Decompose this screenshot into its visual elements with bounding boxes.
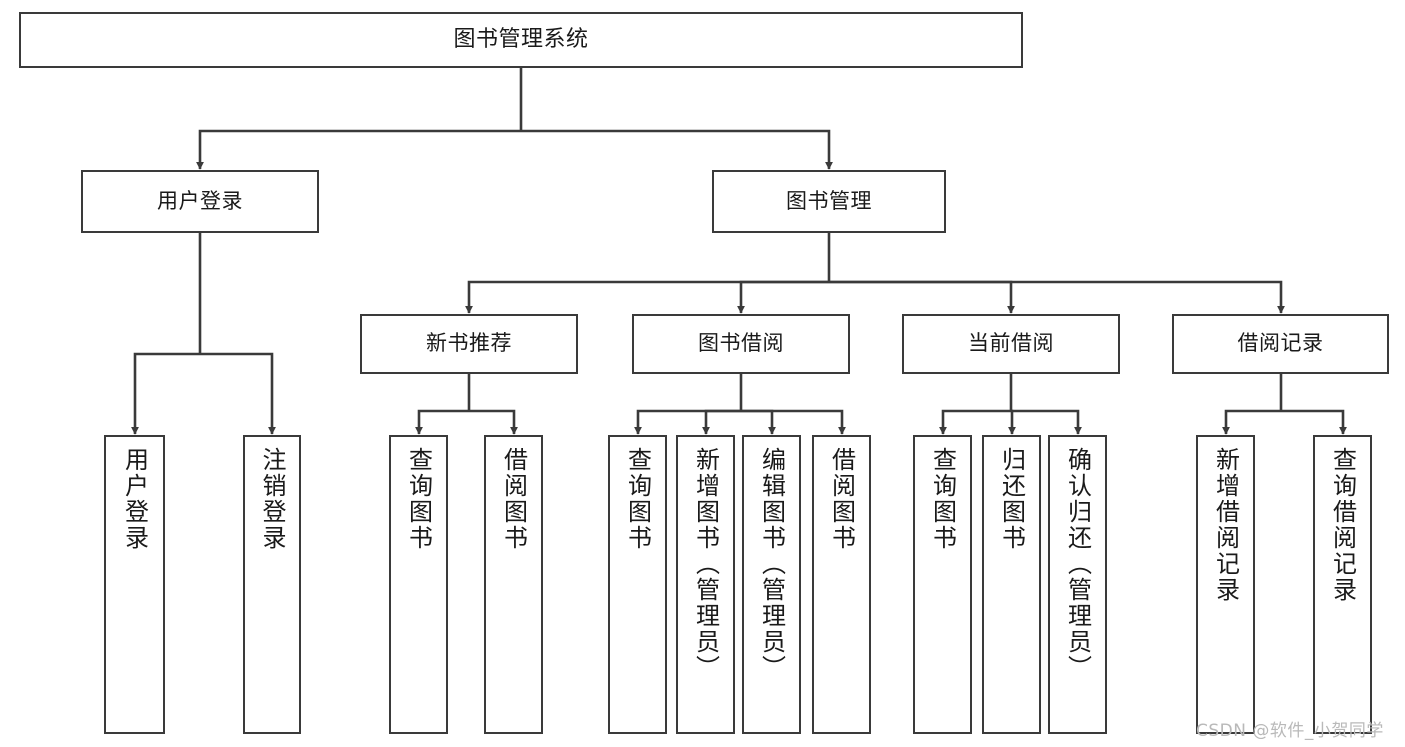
node-borrow-book-label: 借阅图书 [827,447,856,551]
node-return-book[interactable]: 归还图书 [982,435,1041,734]
node-query-book-current[interactable]: 查询图书 [913,435,972,734]
node-user-login-leaf[interactable]: 用户登录 [104,435,165,734]
node-borrow-book-rec[interactable]: 借阅图书 [484,435,543,734]
node-query-book-current-label: 查询图书 [928,447,957,551]
node-borrow-book-rec-label: 借阅图书 [499,447,528,551]
node-query-book-borrow-label: 查询图书 [623,447,652,551]
node-add-book-admin[interactable]: 新增图书（管理员） [676,435,735,734]
node-new-book-rec[interactable]: 新书推荐 [360,314,578,374]
node-borrow-record-label: 借阅记录 [1237,331,1324,356]
edge-root-to-book-manage [521,129,833,170]
node-query-borrow-record[interactable]: 查询借阅记录 [1313,435,1372,734]
edge-current-borrow-to-return-book [1008,409,1016,435]
node-new-book-rec-label: 新书推荐 [426,331,512,356]
edge-borrow-record-to-add-borrow-record [1222,409,1281,435]
node-logout-leaf-label: 注销登录 [258,447,286,551]
node-book-borrow[interactable]: 图书借阅 [632,314,850,374]
edge-new-book-rec-to-query-book-rec [415,409,469,435]
node-confirm-return-admin[interactable]: 确认归还（管理员） [1048,435,1107,734]
watermark: CSDN @软件_小贺同学 [1196,721,1384,741]
node-query-borrow-record-label: 查询借阅记录 [1328,447,1357,603]
node-user-login-label: 用户登录 [157,188,243,213]
edge-book-manage-to-current-borrow [829,280,1015,314]
edge-book-borrow-to-borrow-book [741,409,846,435]
node-user-login[interactable]: 用户登录 [81,170,319,233]
node-book-borrow-label: 图书借阅 [698,331,784,356]
node-edit-book-admin[interactable]: 编辑图书（管理员） [742,435,801,734]
node-confirm-return-admin-label: 确认归还（管理员） [1063,447,1092,681]
edge-book-manage-to-new-book-rec [465,280,829,314]
node-add-borrow-record-label: 新增借阅记录 [1211,447,1240,603]
node-current-borrow-label: 当前借阅 [968,331,1054,356]
edge-book-borrow-to-add-book-admin [702,409,741,435]
node-root-label: 图书管理系统 [453,26,589,52]
edge-current-borrow-to-confirm-return-admin [1011,409,1082,435]
node-book-manage-label: 图书管理 [786,188,872,213]
node-root[interactable]: 图书管理系统 [19,12,1023,68]
node-logout-leaf[interactable]: 注销登录 [243,435,301,734]
node-return-book-label: 归还图书 [997,447,1026,551]
node-borrow-book[interactable]: 借阅图书 [812,435,871,734]
edge-book-borrow-to-edit-book-admin [741,409,776,435]
edge-user-login-to-logout-leaf [200,352,276,435]
node-edit-book-admin-label: 编辑图书（管理员） [757,447,786,681]
node-borrow-record[interactable]: 借阅记录 [1172,314,1389,374]
edge-book-borrow-to-query-book-borrow [634,409,741,435]
edge-user-login-to-user-login-leaf [131,352,200,435]
edge-root-to-user-login [196,129,521,170]
edge-new-book-rec-to-borrow-book-rec [469,409,518,435]
node-current-borrow[interactable]: 当前借阅 [902,314,1120,374]
edge-book-manage-to-borrow-record [829,280,1285,314]
node-query-book-rec-label: 查询图书 [404,447,433,551]
node-add-book-admin-label: 新增图书（管理员） [691,447,720,681]
edge-borrow-record-to-query-borrow-record [1281,409,1347,435]
node-user-login-leaf-label: 用户登录 [120,447,149,551]
node-book-manage[interactable]: 图书管理 [712,170,946,233]
node-add-borrow-record[interactable]: 新增借阅记录 [1196,435,1255,734]
edge-current-borrow-to-query-book-current [939,409,1011,435]
node-query-book-borrow[interactable]: 查询图书 [608,435,667,734]
edge-book-manage-to-book-borrow [737,280,829,314]
node-query-book-rec[interactable]: 查询图书 [389,435,448,734]
